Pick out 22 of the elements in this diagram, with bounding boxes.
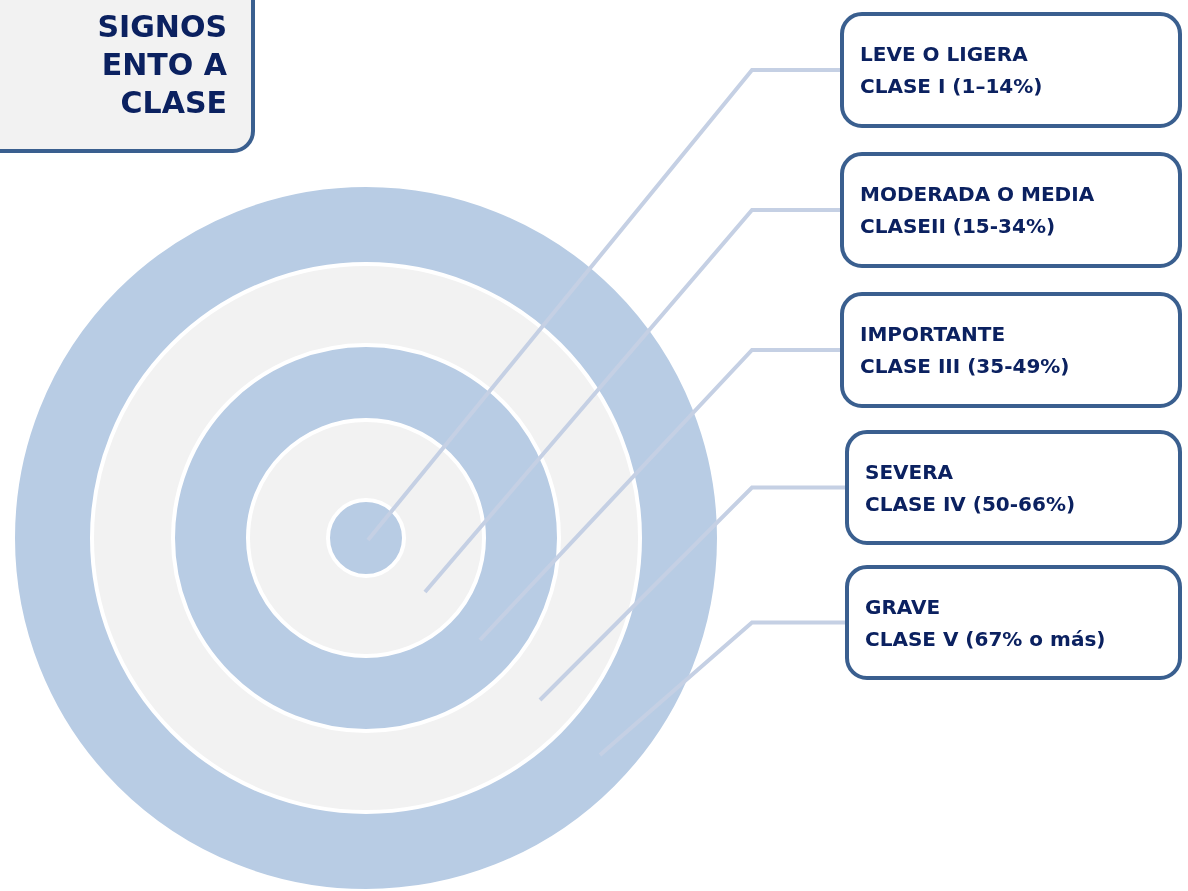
class-range: CLASE III (35-49%) [860, 353, 1071, 380]
class-range: CLASE I (1–14%) [860, 73, 1044, 100]
class-range: CLASE V (67% o más) [865, 626, 1107, 653]
class-range: CLASE IV (50-66%) [865, 491, 1077, 518]
leader-line [423, 208, 840, 594]
class-box [840, 292, 1182, 408]
severity-name: SEVERA [865, 459, 955, 486]
class-box [840, 152, 1182, 268]
leader-line [538, 485, 845, 702]
severity-name: IMPORTANTE [860, 321, 1007, 348]
severity-name: MODERADA O MEDIA [860, 181, 1096, 208]
title-text: SIGNOS ENTO A CLASE [96, 8, 227, 122]
title-box [0, 0, 255, 153]
leader-line [598, 620, 845, 757]
class-box [845, 430, 1182, 545]
severity-name: LEVE O LIGERA [860, 41, 1029, 68]
class-box [845, 565, 1182, 680]
class-range: CLASEII (15-34%) [860, 213, 1057, 240]
class-box [840, 12, 1182, 128]
leader-line [366, 68, 840, 542]
severity-name: GRAVE [865, 594, 942, 621]
leader-line [478, 348, 840, 642]
